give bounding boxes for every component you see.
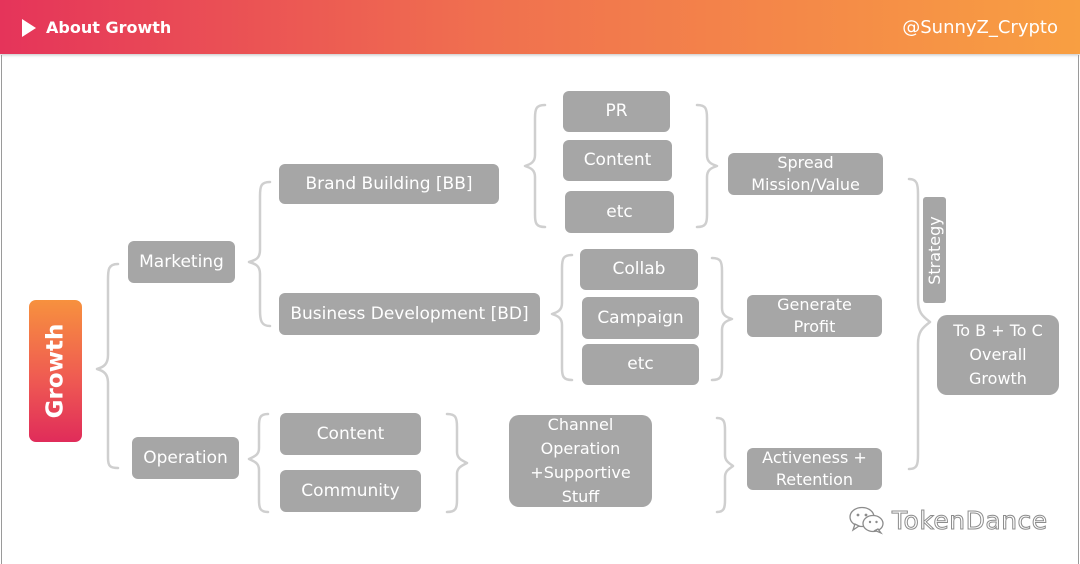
campaign-node: Campaign: [582, 297, 699, 339]
growth-label: Growth: [42, 323, 69, 419]
bd-etc-node: etc: [582, 344, 699, 385]
growth-root-node: Growth: [29, 300, 82, 442]
bracket-operation: [247, 412, 270, 514]
generate-profit-node: Generate Profit: [747, 295, 882, 337]
bracket-bd-right: [710, 256, 734, 382]
slide-frame: [1, 55, 1079, 564]
collab-node: Collab: [580, 249, 698, 290]
play-icon: [22, 19, 36, 37]
spread-mission-node: Spread Mission/Value: [728, 153, 883, 195]
business-development-node: Business Development [BD]: [279, 293, 540, 335]
strategy-label: Strategy: [925, 215, 944, 285]
op-content-node: Content: [280, 413, 421, 455]
bracket-channel: [715, 416, 735, 514]
operation-node: Operation: [132, 437, 239, 479]
bracket-op-right: [445, 412, 469, 514]
brand-building-node: Brand Building [BB]: [279, 164, 499, 204]
slide-title: About Growth: [46, 18, 172, 37]
wechat-icon: [849, 506, 884, 535]
author-handle: @SunnyZ_Crypto: [902, 17, 1058, 38]
header-bar: About Growth @SunnyZ_Crypto: [0, 0, 1080, 54]
watermark: TokenDance: [848, 503, 1048, 537]
marketing-node: Marketing: [128, 241, 235, 283]
watermark-text: TokenDance: [892, 505, 1048, 535]
bracket-bb-left: [523, 103, 547, 229]
bracket-bd-left: [550, 253, 574, 382]
strategy-node: Strategy: [923, 197, 946, 303]
bracket-bb-right: [695, 103, 719, 229]
pr-node: PR: [563, 91, 670, 132]
bb-content-node: Content: [563, 140, 672, 181]
bracket-marketing: [247, 180, 272, 328]
bb-etc-node: etc: [565, 191, 674, 233]
bracket-growth: [95, 262, 120, 470]
bracket-strategy: [907, 177, 932, 471]
overall-growth-node: To B + To C Overall Growth: [937, 315, 1059, 395]
activeness-retention-node: Activeness + Retention: [747, 448, 882, 490]
channel-operation-node: Channel Operation +Supportive Stuff: [509, 415, 652, 507]
community-node: Community: [280, 470, 421, 512]
